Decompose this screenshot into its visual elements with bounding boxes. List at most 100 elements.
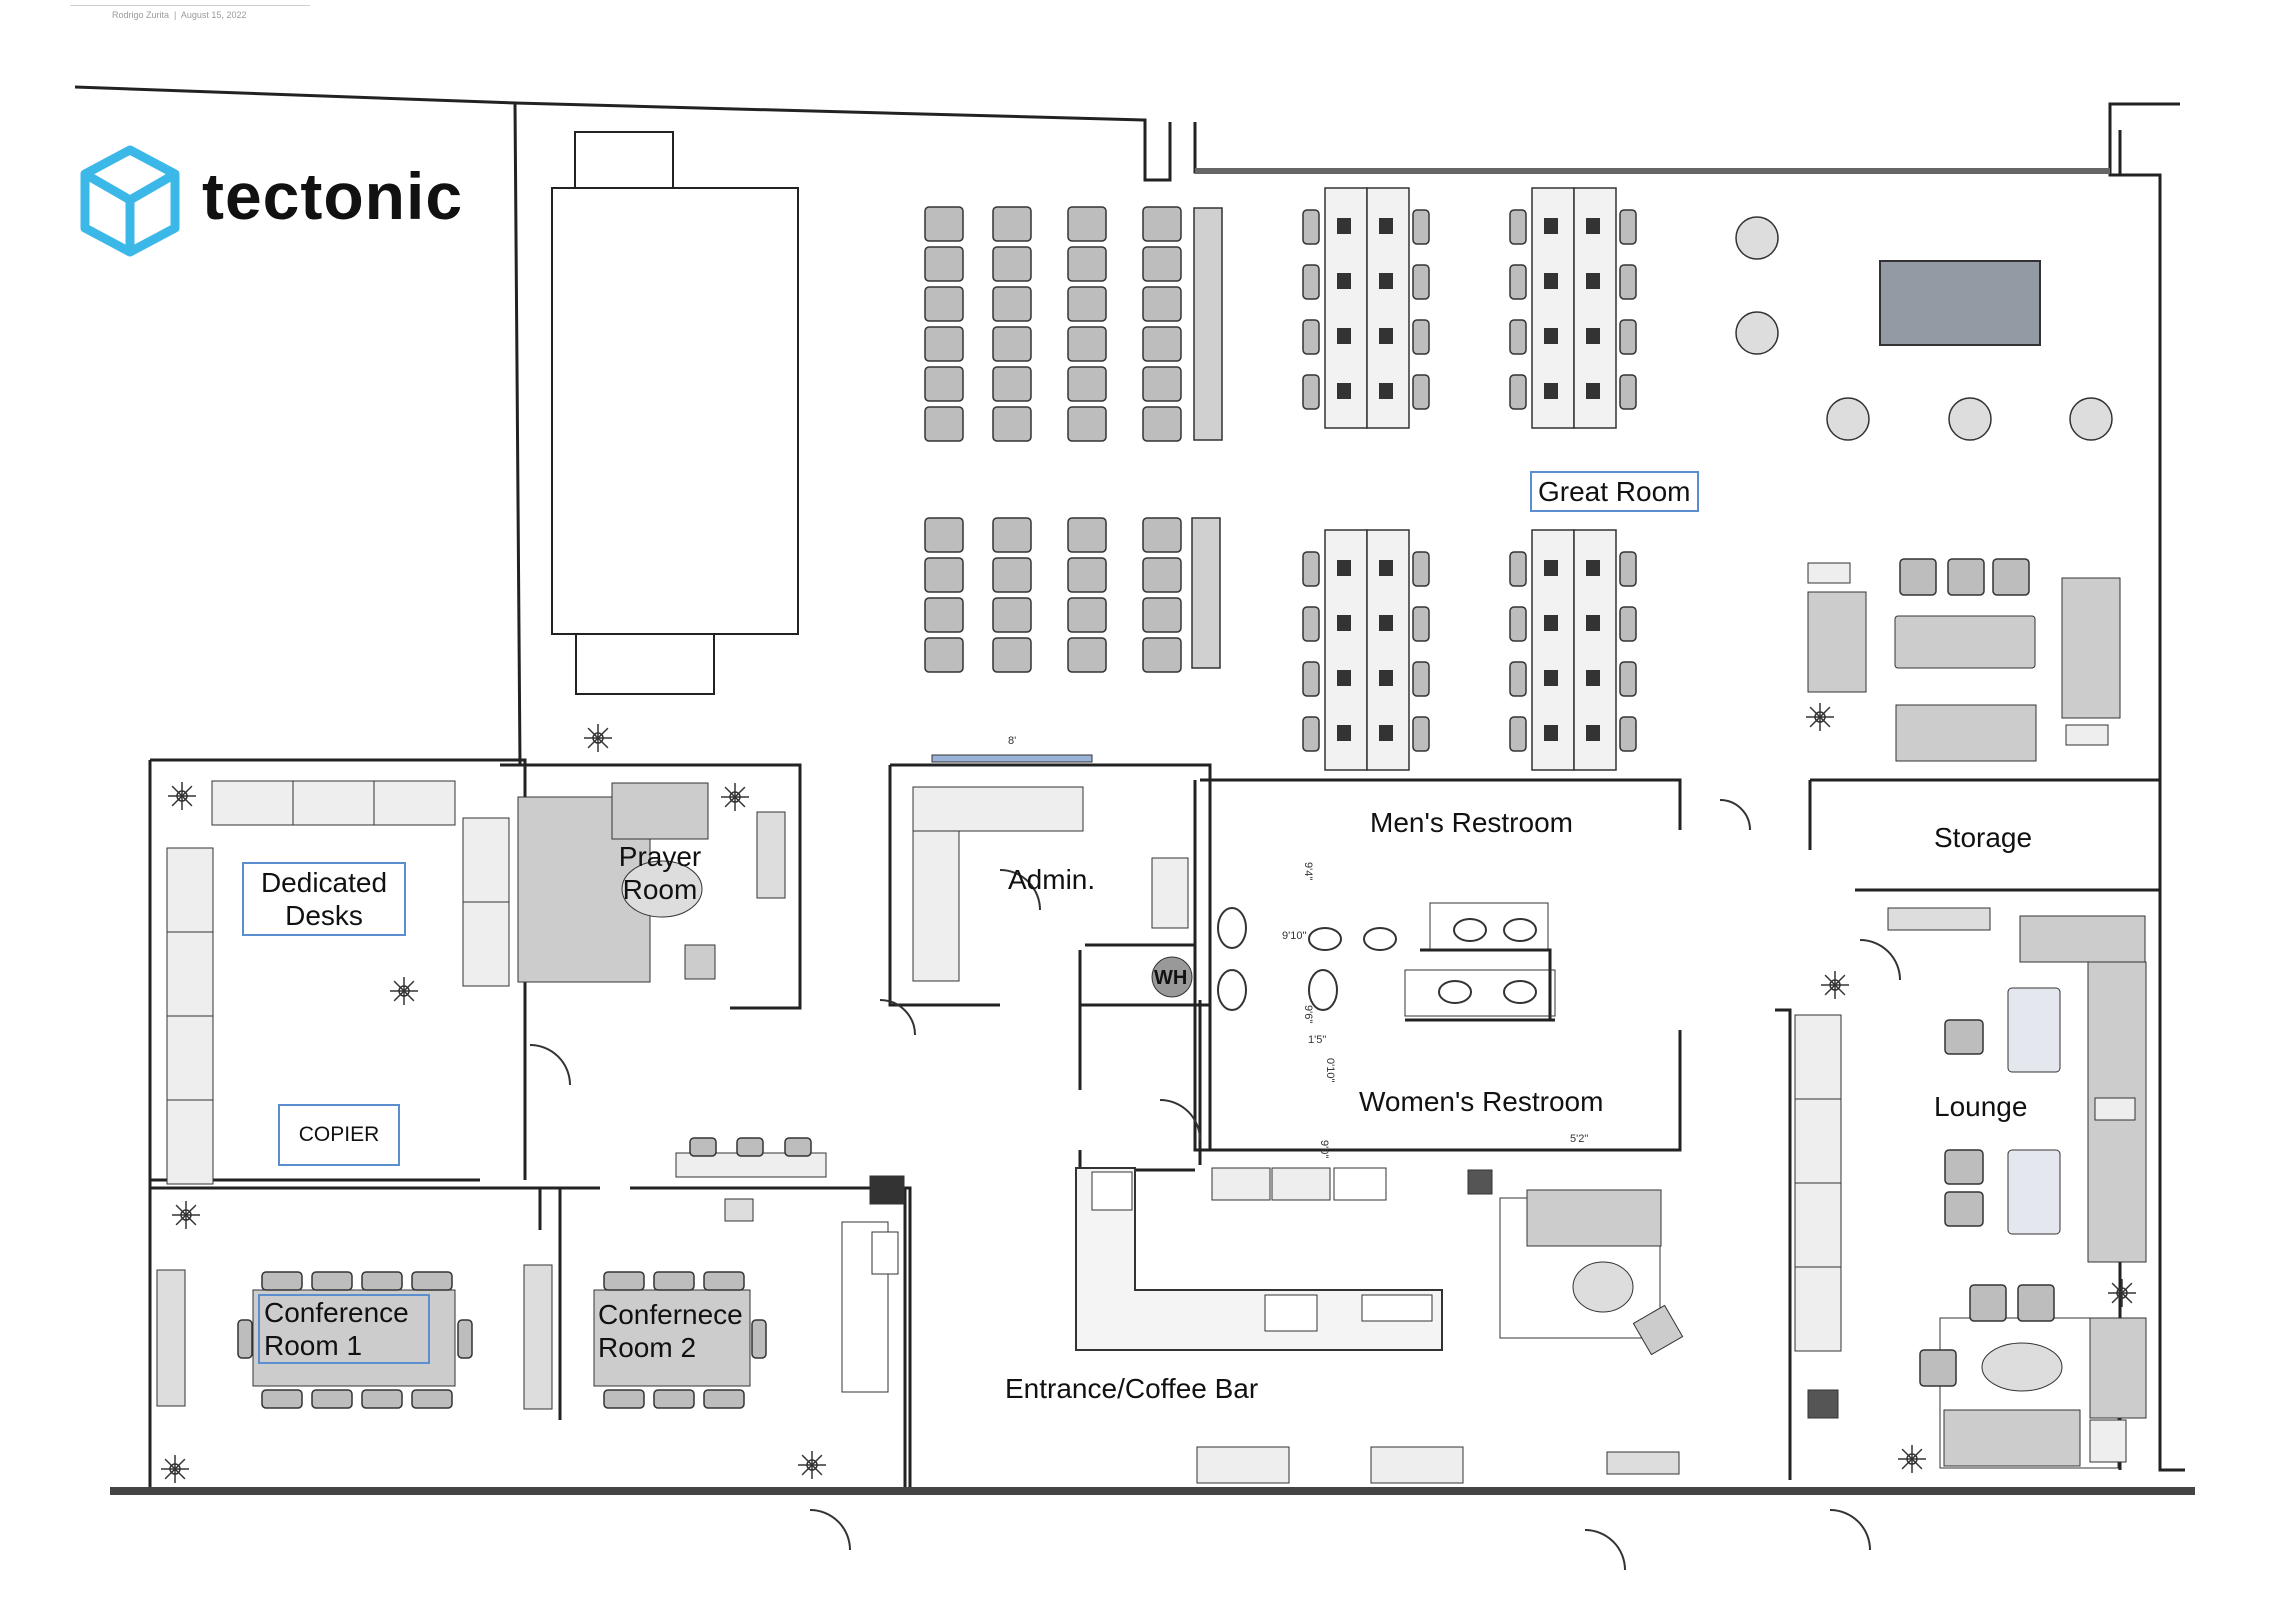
- appliance: [1091, 1171, 1133, 1211]
- chair: [1142, 286, 1182, 322]
- wall-segment: [150, 1186, 542, 1230]
- plant-leaf: [1809, 716, 1821, 728]
- cafe-table: [1196, 1446, 1290, 1484]
- desk: [166, 1099, 214, 1185]
- plant-leaf: [175, 1204, 187, 1216]
- chair: [924, 206, 964, 242]
- plant-icon: [161, 1455, 189, 1483]
- chair: [1619, 374, 1637, 410]
- plant-center: [2116, 1287, 2128, 1299]
- chair: [311, 1389, 353, 1409]
- plant-leaf: [393, 980, 405, 992]
- wall-segment: [1193, 780, 1682, 1152]
- wall-segment: [2108, 104, 2185, 1472]
- wall-segment: [630, 1186, 912, 1490]
- label-storage: Storage: [1934, 822, 2033, 853]
- plant-leaf: [801, 1464, 813, 1476]
- desk: [166, 931, 214, 1017]
- dimension-note-4: 9'6": [1302, 1005, 1314, 1024]
- chair: [1067, 366, 1107, 402]
- chair: [1142, 517, 1182, 553]
- chair: [261, 1271, 303, 1291]
- door-swing: [529, 1044, 571, 1086]
- chair: [924, 366, 964, 402]
- coffee-table: [1572, 1261, 1634, 1313]
- chair: [1944, 1149, 1984, 1185]
- header-separator: |: [174, 10, 177, 20]
- plant-leaf: [2121, 1292, 2133, 1304]
- chair: [703, 1271, 745, 1291]
- chair: [992, 366, 1032, 402]
- chair: [1142, 597, 1182, 633]
- plant-leaf: [587, 737, 599, 749]
- chair: [1412, 606, 1430, 642]
- plant-center: [169, 1463, 181, 1475]
- dimension-note-1: 8': [1008, 735, 1017, 747]
- plant-center: [1906, 1453, 1918, 1465]
- dimension-note-5: 1'5": [1308, 1034, 1327, 1046]
- toilet-icon: [1217, 907, 1247, 949]
- author-text: Rodrigo Zurita: [112, 10, 170, 20]
- plant-center: [176, 790, 188, 802]
- cabinet: [1333, 1167, 1387, 1201]
- appliance: [1264, 1294, 1318, 1332]
- label-great-room: Great Room: [1530, 471, 1699, 512]
- dimension-note-2: 9'4": [1302, 862, 1314, 881]
- chair: [1619, 551, 1637, 587]
- chair: [237, 1319, 253, 1359]
- cafe-table: [1370, 1446, 1464, 1484]
- chair: [784, 1137, 812, 1157]
- desk: [373, 780, 456, 826]
- vanity: [1404, 969, 1556, 1017]
- dimension-note-3: 9'10": [1282, 930, 1307, 942]
- chair: [1302, 319, 1320, 355]
- shelf: [756, 811, 786, 899]
- stage-platform: [551, 187, 799, 635]
- chair: [924, 246, 964, 282]
- chair: [1142, 406, 1182, 442]
- chair: [992, 206, 1032, 242]
- plant-leaf: [801, 1454, 813, 1466]
- sofa: [2061, 577, 2121, 719]
- chair: [1412, 209, 1430, 245]
- chair: [411, 1271, 453, 1291]
- cabinet: [1271, 1167, 1331, 1201]
- plant-icon: [721, 783, 749, 811]
- chair: [1302, 716, 1320, 752]
- tv-screen: [1879, 260, 2041, 346]
- plant-leaf: [1819, 716, 1831, 728]
- chair: [1619, 319, 1637, 355]
- toilet-icon: [1308, 969, 1338, 1011]
- label-womens-restroom: Women's Restroom: [1359, 1086, 1604, 1117]
- media-cabinet: [523, 1264, 553, 1410]
- chair: [1509, 264, 1527, 300]
- plant-leaf: [597, 727, 609, 739]
- plant-leaf: [811, 1464, 823, 1476]
- desk: [1794, 1266, 1842, 1352]
- chair: [1302, 264, 1320, 300]
- date-text: August 15, 2022: [180, 10, 247, 20]
- cabinet: [1151, 857, 1189, 929]
- round-table: [1826, 397, 1870, 441]
- round-table: [1948, 397, 1992, 441]
- chair: [1899, 558, 1937, 596]
- stage-step-top: [574, 131, 674, 189]
- coffee-table: [2007, 987, 2061, 1073]
- chair: [992, 406, 1032, 442]
- sofa: [2089, 1317, 2147, 1419]
- plant-leaf: [811, 1454, 823, 1466]
- round-table: [2069, 397, 2113, 441]
- chair: [924, 406, 964, 442]
- sink-icon: [1308, 927, 1342, 951]
- chair: [992, 597, 1032, 633]
- side-table: [1807, 562, 1851, 584]
- monitor-icon: [1544, 725, 1558, 741]
- chair: [924, 637, 964, 673]
- chair: [924, 326, 964, 362]
- chair: [751, 1319, 767, 1359]
- plant-icon: [168, 782, 196, 810]
- plant-leaf: [403, 980, 415, 992]
- chair: [653, 1389, 695, 1409]
- plant-leaf: [587, 727, 599, 739]
- plant-center: [398, 985, 410, 997]
